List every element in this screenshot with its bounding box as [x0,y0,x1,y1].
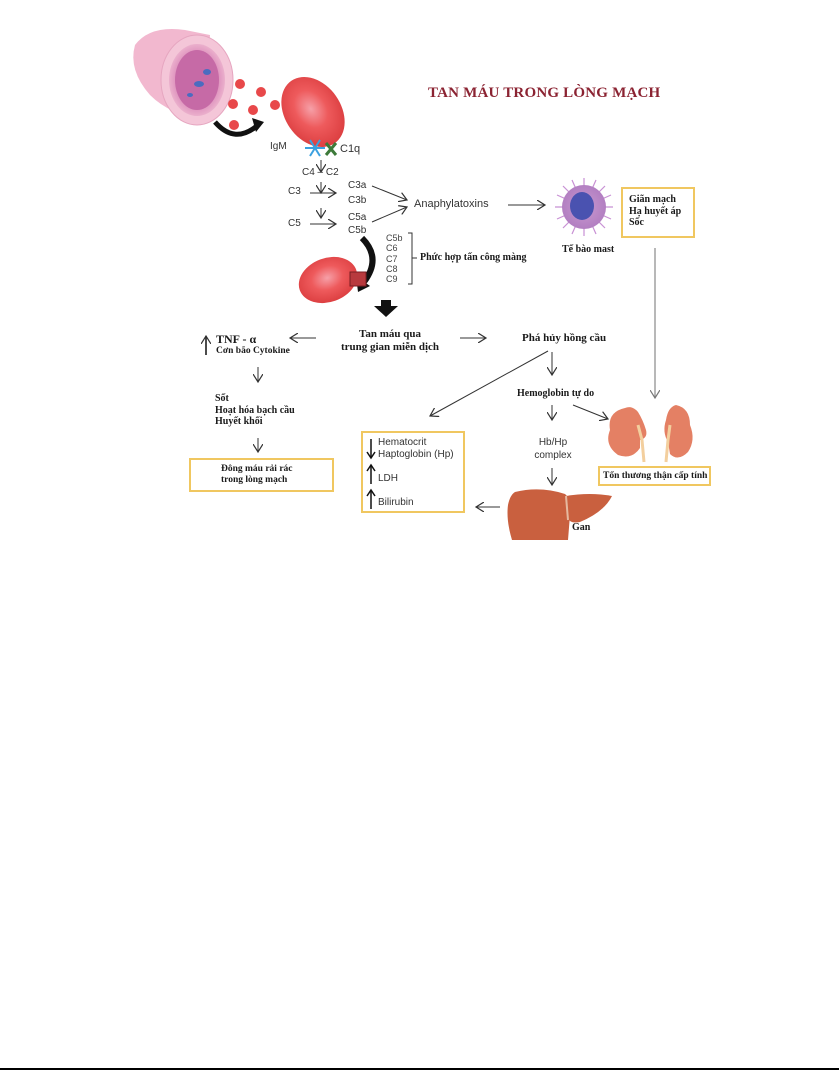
hb-hp-line-1: Hb/Hp [538,437,568,448]
effect-item: Giãn mạch [629,194,676,205]
center-line-1: Tan máu qua [359,328,421,340]
hb-hp-line-2: complex [534,450,572,461]
lab-item-haptoglobin: Haptoglobin (Hp) [378,449,454,460]
label-anaphylatoxins: Anaphylatoxins [414,198,489,210]
dic-line-2: trong lòng mạch [221,474,288,485]
label-c3: C3 [288,186,301,197]
liver-illustration [507,489,612,540]
effect-item: Huyết khối [215,416,263,427]
dic-box: Đông máu rải rác trong lòng mạch [189,458,334,492]
kidneys-illustration [608,405,693,463]
center-line-2: trung gian miễn dịch [340,341,440,354]
diagram-title: TAN MÁU TRONG LÒNG MẠCH [428,85,661,101]
mast-cell-illustration [555,178,613,236]
label-igm: IgM [270,141,287,152]
effect-item: Hạ huyết áp [629,205,682,217]
label-c3b: C3b [348,195,367,206]
big-down-arrow [374,300,398,317]
label-tnf-alpha: TNF - α [216,332,257,346]
label-c1q: C1q [340,143,361,155]
curved-arrow [213,120,260,137]
mac-bracket [408,232,417,285]
mac-component: C6 [386,243,398,254]
igm-snowflake-icon [305,139,325,157]
label-c5: C5 [288,218,301,229]
label-free-hemoglobin: Hemoglobin tự do [517,388,595,399]
lab-item-hematocrit: Hematocrit [378,437,427,448]
label-c5a: C5a [348,212,367,223]
lab-findings-box: Hematocrit Haptoglobin (Hp) LDH Bilirubi… [361,431,465,513]
effect-item: Sốc [629,217,644,228]
mac-component: C9 [386,274,398,285]
label-liver: Gan [572,522,591,533]
center-node: Tan máu qua trung gian miễn dịch [320,328,460,354]
mast-cell-effects-box: Giãn mạch Hạ huyết áp Sốc [621,187,695,238]
effect-item: Hoạt hóa bạch cầu [215,404,295,416]
label-c4-c2: C4 – C2 [302,167,339,178]
label-c5b: C5b [348,225,367,236]
mac-component: C7 [386,253,398,264]
dic-line-1: Đông máu rải rác [221,464,293,474]
lab-arrows [366,439,376,509]
aki-box: Tổn thương thận cấp tính [598,466,711,486]
red-blood-cell [281,76,345,148]
blood-vessel-illustration [133,29,234,126]
lab-item-ldh: LDH [378,473,399,484]
red-cell-fragments [228,79,280,130]
label-cytokine-storm: Cơn bão Cytokine [216,346,290,356]
mac-components: C5b C6 C7 C8 C9 [386,233,403,285]
label-mac: Phức hợp tấn công màng [420,252,527,263]
label-c3a: C3a [348,180,367,191]
c1q-cross-icon [324,142,338,156]
rbc-with-mac [298,256,358,304]
mac-component: C5b [386,233,403,243]
systemic-effects: Sốt Hoạt hóa bạch cầu Huyết khối [215,393,295,428]
lab-item-bilirubin: Bilirubin [378,497,414,508]
label-mast-cell: Tế bào mast [562,244,615,255]
hb-hp-complex: Hb/Hp complex [525,436,581,462]
label-rbc-destruction: Phá hủy hồng cầu [522,332,607,344]
mac-component: C8 [386,264,398,275]
mac-pore [349,271,367,287]
effect-item: Sốt [215,393,229,404]
page-bottom-rule [0,1068,839,1070]
